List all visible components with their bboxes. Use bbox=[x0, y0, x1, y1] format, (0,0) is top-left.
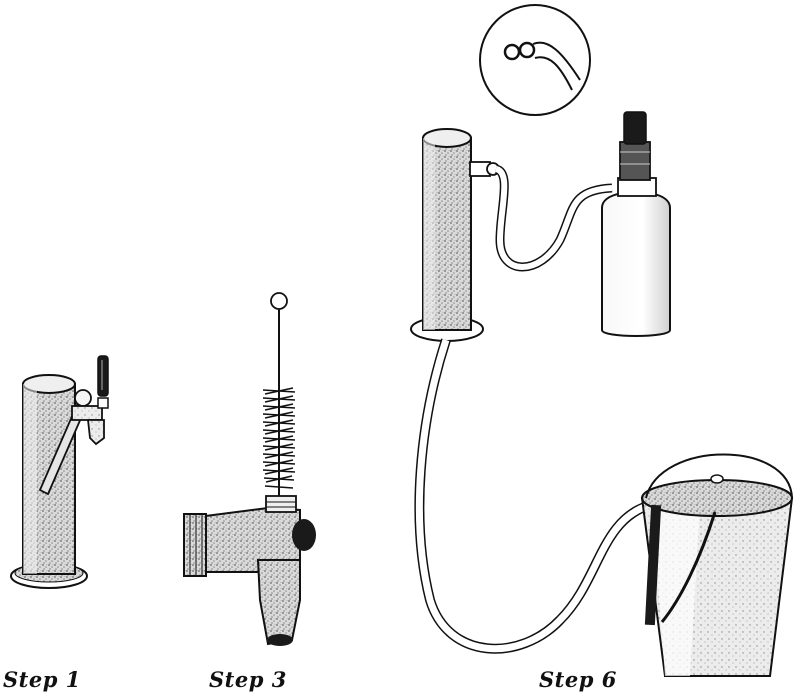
cleaning-bottle bbox=[602, 112, 670, 336]
faucet-body bbox=[184, 496, 316, 646]
step3-illustration bbox=[184, 293, 316, 646]
hose-coupling-detail bbox=[480, 5, 590, 115]
drain-hose bbox=[419, 340, 650, 649]
step6-illustration bbox=[411, 5, 792, 676]
brush-loop bbox=[271, 293, 287, 309]
step1-illustration bbox=[11, 356, 108, 588]
step3-caption: Step 3 bbox=[209, 667, 287, 692]
bucket bbox=[642, 455, 792, 677]
tap-handle bbox=[98, 356, 108, 396]
step1-caption: Step 1 bbox=[3, 667, 81, 692]
step6-caption: Step 6 bbox=[539, 667, 617, 692]
